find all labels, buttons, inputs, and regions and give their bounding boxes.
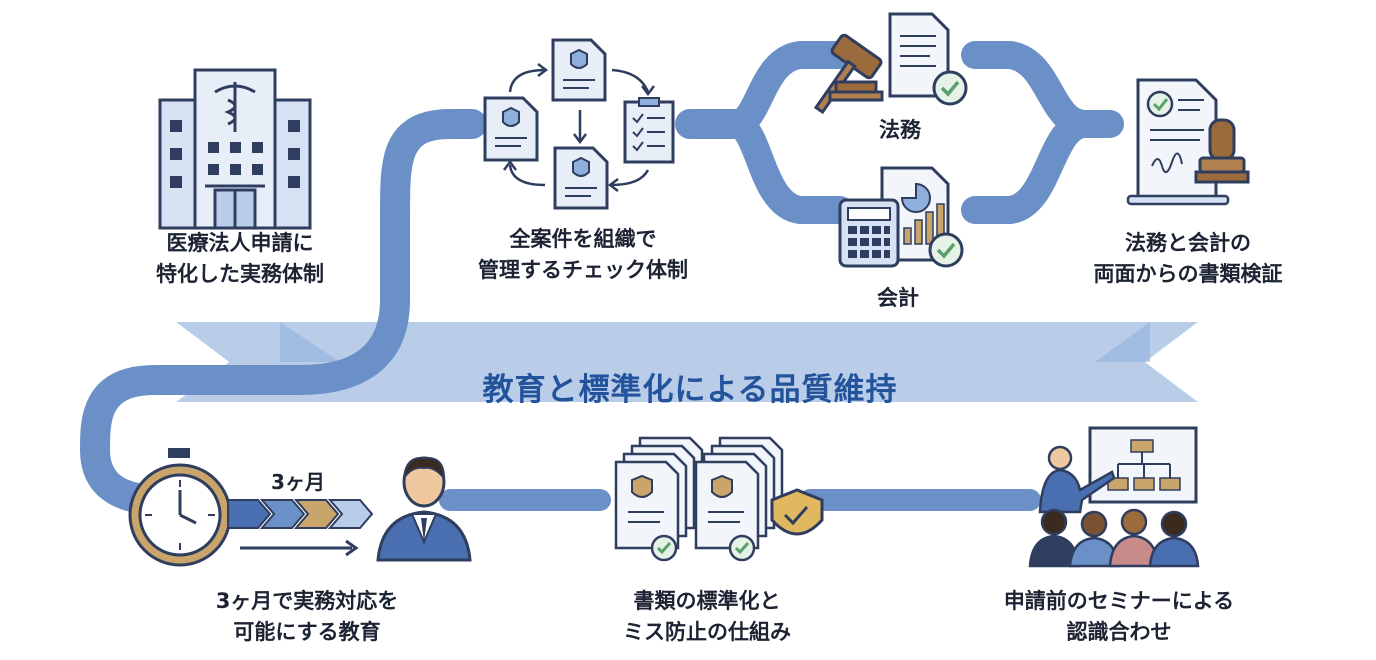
node-check-label: 全案件を組織で 管理するチェック体制 — [458, 224, 708, 286]
banner-ribbon — [176, 322, 1198, 402]
node-standard-label: 書類の標準化と ミス防止の仕組み — [592, 586, 822, 648]
seminar-presentation-icon — [1028, 426, 1200, 568]
node-check-line1: 全案件を組織で — [509, 227, 657, 251]
node-legal-label: 法務 — [879, 118, 921, 142]
node-verify-line2: 両面からの書類検証 — [1093, 262, 1283, 286]
node-accounting-label: 会計 — [877, 286, 919, 310]
node-medical-line1: 医療法人申請に — [166, 231, 314, 255]
timeline-label: 3ヶ月 — [271, 470, 325, 494]
node-training-label: 3ヶ月で実務対応を 可能にする教育 — [182, 586, 432, 648]
progress-chevrons — [227, 499, 374, 557]
banner-title: 教育と標準化による品質維持 — [482, 372, 898, 408]
node-training-line1: 3ヶ月で実務対応を — [215, 589, 399, 613]
node-seminar-line2: 認識合わせ — [1066, 620, 1172, 644]
calculator-icon — [838, 166, 964, 268]
node-seminar-label: 申請前のセミナーによる 認識合わせ — [974, 586, 1264, 648]
node-standard-line2: ミス防止の仕組み — [623, 620, 791, 644]
node-check-line2: 管理するチェック体制 — [478, 258, 688, 282]
standardized-documents-icon — [614, 436, 824, 562]
hospital-icon — [158, 68, 312, 230]
certified-document-icon — [1126, 78, 1250, 206]
node-seminar-line1: 申請前のセミナーによる — [1003, 589, 1235, 613]
node-standard-line1: 書類の標準化と — [633, 589, 781, 613]
businessman-icon — [376, 456, 472, 562]
stopwatch-icon — [128, 448, 232, 567]
node-medical-line2: 特化した実務体制 — [156, 262, 324, 286]
document-cycle-icon — [483, 38, 675, 210]
node-medical-label: 医療法人申請に 特化した実務体制 — [130, 228, 350, 290]
gavel-icon — [813, 12, 968, 115]
flow-path — [80, 41, 1124, 515]
node-training-line2: 可能にする教育 — [233, 620, 381, 644]
node-verify-line1: 法務と会計の — [1125, 231, 1251, 255]
node-verify-label: 法務と会計の 両面からの書類検証 — [1060, 228, 1316, 290]
